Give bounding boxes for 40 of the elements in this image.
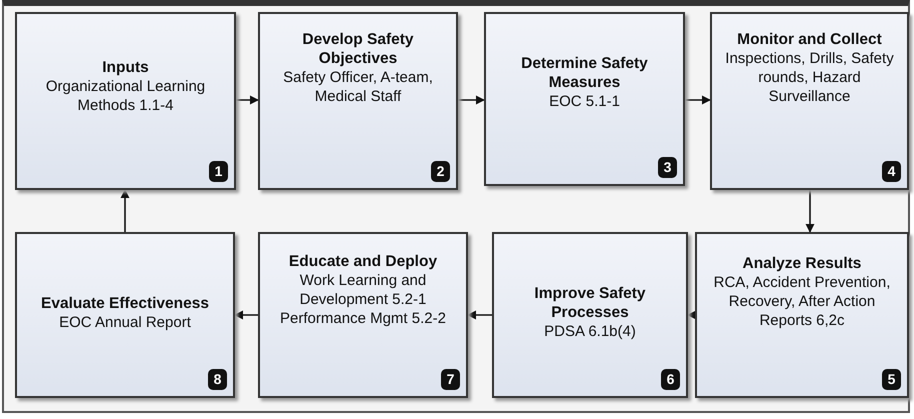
arrow	[685, 96, 711, 104]
process-box	[695, 232, 909, 398]
step-number-badge: 7	[441, 369, 460, 390]
step-number-badge: 4	[882, 161, 901, 182]
step-title: Evaluate Effectiveness	[40, 294, 209, 313]
arrow	[234, 310, 258, 320]
step-title: Monitor and Collect	[737, 30, 882, 49]
process-box	[15, 12, 236, 190]
arrow	[806, 190, 814, 233]
step-description: EOC Annual Report	[59, 313, 191, 332]
process-box	[15, 232, 235, 398]
step-number-badge: 3	[658, 157, 677, 178]
step-title: Develop Safety Objectives	[301, 30, 415, 68]
step-description: Organizational Learning Methods 1.1-4	[44, 77, 206, 115]
process-box	[710, 12, 909, 190]
step-number-badge: 5	[882, 369, 901, 390]
step-number-badge: 8	[208, 369, 227, 390]
process-box	[258, 232, 468, 398]
process-box	[484, 12, 685, 186]
step-description: RCA, Accident Prevention, Recovery, After Action Reports 6,2c	[712, 273, 892, 330]
arrow	[120, 189, 130, 232]
step-title: Improve Safety Processes	[533, 284, 647, 322]
step-title: Educate and Deploy	[288, 252, 438, 271]
step-description: Safety Officer, A-team, Medical Staff	[282, 68, 434, 106]
step-title: Inputs	[102, 58, 149, 77]
process-box	[492, 232, 688, 398]
step-title: Analyze Results	[742, 254, 862, 273]
process-box	[258, 12, 458, 190]
step-number-badge: 1	[209, 161, 228, 182]
arrow	[236, 96, 259, 104]
step-number-badge: 2	[431, 161, 450, 182]
step-description: Inspections, Drills, Safety rounds, Hazard Surveillance	[724, 49, 895, 106]
step-description: PDSA 6.1b(4)	[544, 322, 636, 341]
step-title: Determine Safety Measures	[520, 54, 649, 92]
arrow	[687, 310, 696, 320]
arrow	[458, 96, 485, 104]
arrow	[467, 310, 492, 320]
step-number-badge: 6	[661, 369, 680, 390]
step-description: Work Learning and Development 5.2-1 Performance Mgmt 5.2-2	[279, 271, 447, 328]
step-description: EOC 5.1-1	[549, 92, 620, 111]
